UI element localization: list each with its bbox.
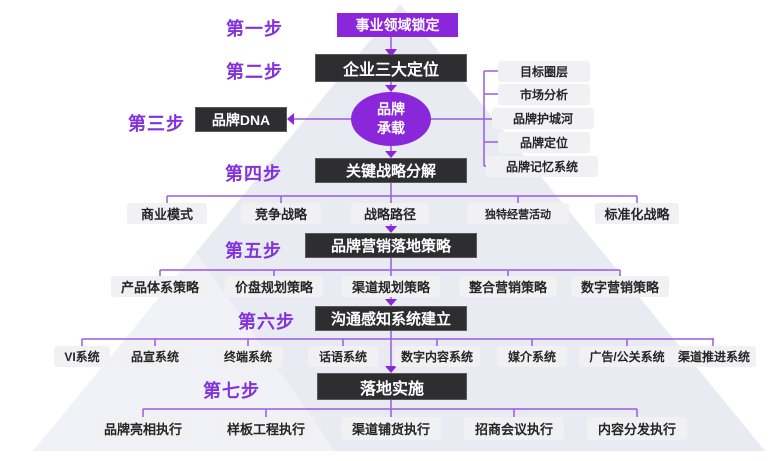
discourse-system-node: 话语系统 <box>308 346 378 367</box>
strategy-path-node: 战略路径 <box>351 203 429 224</box>
pricing-planning-strategy-node: 价盘规划策略 <box>225 276 323 297</box>
unique-operations-node: 独特经营活动 <box>467 203 569 224</box>
competitive-strategy-node: 竞争战略 <box>241 203 321 224</box>
communication-system-node: 沟通感知系统建立 <box>315 306 467 331</box>
target-circle-node: 目标圈层 <box>498 61 590 82</box>
business-model-node: 商业模式 <box>127 203 207 224</box>
step4-label: 第四步 <box>225 164 282 184</box>
brand-carrier-line2: 承载 <box>377 120 405 136</box>
brand-dna-node: 品牌DNA <box>195 107 287 132</box>
step1-label: 第一步 <box>226 19 283 39</box>
step7-label: 第七步 <box>203 381 260 401</box>
brand-promo-system-node: 品宣系统 <box>120 346 190 367</box>
digital-marketing-strategy-node: 数字营销策略 <box>571 276 669 297</box>
product-system-strategy-node: 产品体系策略 <box>111 276 209 297</box>
brand-moat-node: 品牌护城河 <box>492 108 594 129</box>
channel-planning-strategy-node: 渠道规划策略 <box>342 276 440 297</box>
brand-memory-system-node: 品牌记忆系统 <box>486 156 598 177</box>
standardization-strategy-node: 标准化战略 <box>595 203 679 224</box>
channel-stocking-execution-node: 渠道铺货执行 <box>341 417 441 440</box>
investment-meeting-execution-node: 招商会议执行 <box>464 417 564 440</box>
vi-system-node: VI系统 <box>54 346 110 367</box>
enterprise-positioning-node: 企业三大定位 <box>315 54 467 82</box>
step2-label: 第二步 <box>226 62 283 82</box>
digital-content-system-node: 数字内容系统 <box>394 346 480 367</box>
step3-label: 第三步 <box>128 114 185 134</box>
channel-push-system-node: 渠道推进系统 <box>672 346 756 367</box>
integrated-marketing-strategy-node: 整合营销策略 <box>459 276 557 297</box>
brand-marketing-strategy-node: 品牌营销落地策略 <box>305 233 477 258</box>
media-system-node: 媒介系统 <box>497 346 567 367</box>
terminal-system-node: 终端系统 <box>213 346 283 367</box>
content-distribution-execution-node: 内容分发执行 <box>587 417 687 440</box>
implementation-node: 落地实施 <box>317 373 467 400</box>
step5-label: 第五步 <box>225 241 282 261</box>
business-domain-lock-node: 事业领域锁定 <box>337 13 458 37</box>
model-project-execution-node: 样板工程执行 <box>216 417 316 440</box>
brand-launch-execution-node: 品牌亮相执行 <box>93 417 193 440</box>
brand-carrier-line1: 品牌 <box>377 101 405 118</box>
step6-label: 第六步 <box>238 312 295 332</box>
ad-pr-system-node: 广告/公关系统 <box>579 346 675 367</box>
brand-carrier-ellipse: 品牌 承载 <box>351 92 431 146</box>
market-analysis-node: 市场分析 <box>498 84 590 105</box>
brand-positioning-node: 品牌定位 <box>498 132 590 153</box>
key-strategy-decomposition-node: 关键战略分解 <box>315 158 467 183</box>
